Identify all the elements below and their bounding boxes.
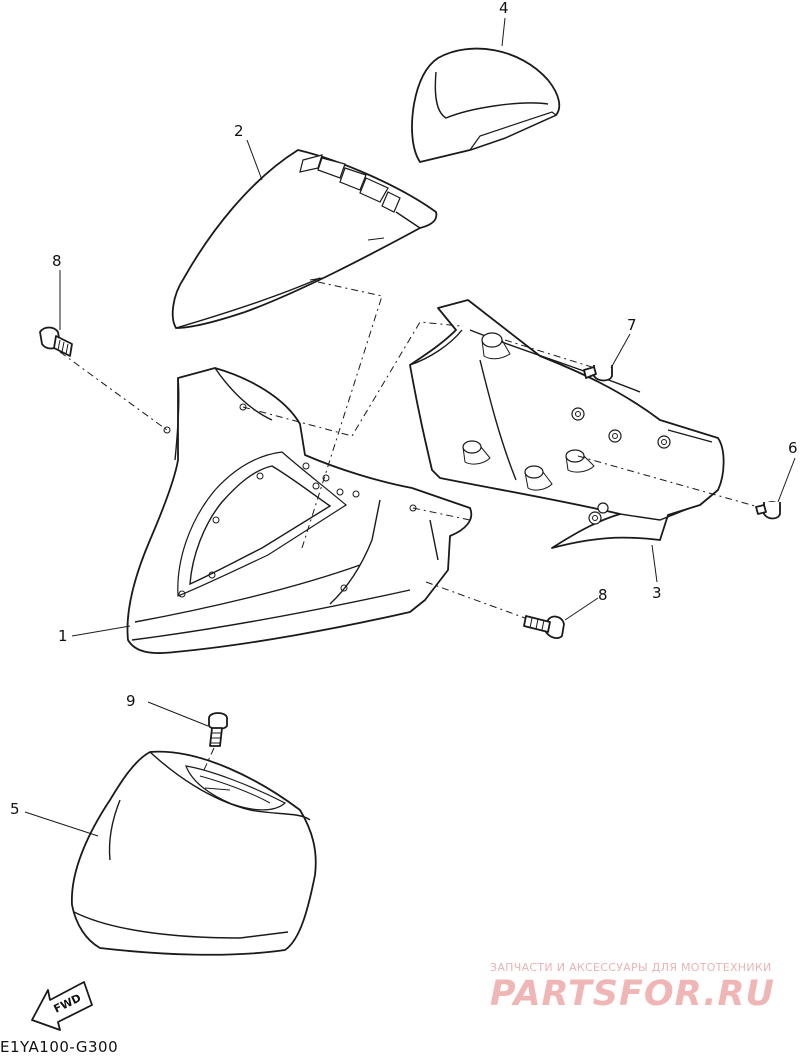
part-1-holes: [163, 403, 417, 598]
part-1-window: [177, 451, 348, 597]
bolt-8-right: [523, 615, 565, 639]
callout-4: 4: [499, 0, 509, 17]
part-3-inner-panel: [409, 299, 725, 549]
part-4-cover: [411, 47, 561, 163]
fwd-arrow: FWD: [31, 981, 93, 1031]
part-1-front-cowl: [126, 367, 473, 654]
callout-7: 7: [627, 316, 637, 334]
part-2-shell: [171, 149, 438, 329]
screw-9: [208, 712, 228, 747]
part-2-vent-slots: [299, 154, 401, 213]
callout-6: 6: [788, 439, 798, 457]
callout-5: 5: [10, 800, 20, 818]
callout-8-left: 8: [52, 252, 62, 270]
assembly-lines: [59, 281, 756, 771]
watermark-logo: PARTSFOR.RU: [490, 974, 775, 1014]
callout-2: 2: [234, 122, 244, 140]
screw-7: [583, 365, 613, 382]
callout-3: 3: [652, 584, 662, 602]
bolt-8-left: [39, 326, 73, 357]
callout-9: 9: [126, 692, 136, 710]
callout-8-right: 8: [598, 586, 608, 604]
leader-lines: [24, 17, 796, 837]
part-5-front-fender: [71, 750, 317, 956]
watermark-tagline: ЗАПЧАСТИ И АКСЕССУАРЫ ДЛЯ МОТОТЕХНИКИ: [490, 961, 772, 974]
part-5-mount: [185, 765, 287, 811]
part-3-bosses: [462, 332, 671, 525]
drawing-code: E1YA100-G300: [0, 1038, 119, 1056]
callout-1: 1: [58, 627, 68, 645]
screw-6: [755, 501, 781, 520]
